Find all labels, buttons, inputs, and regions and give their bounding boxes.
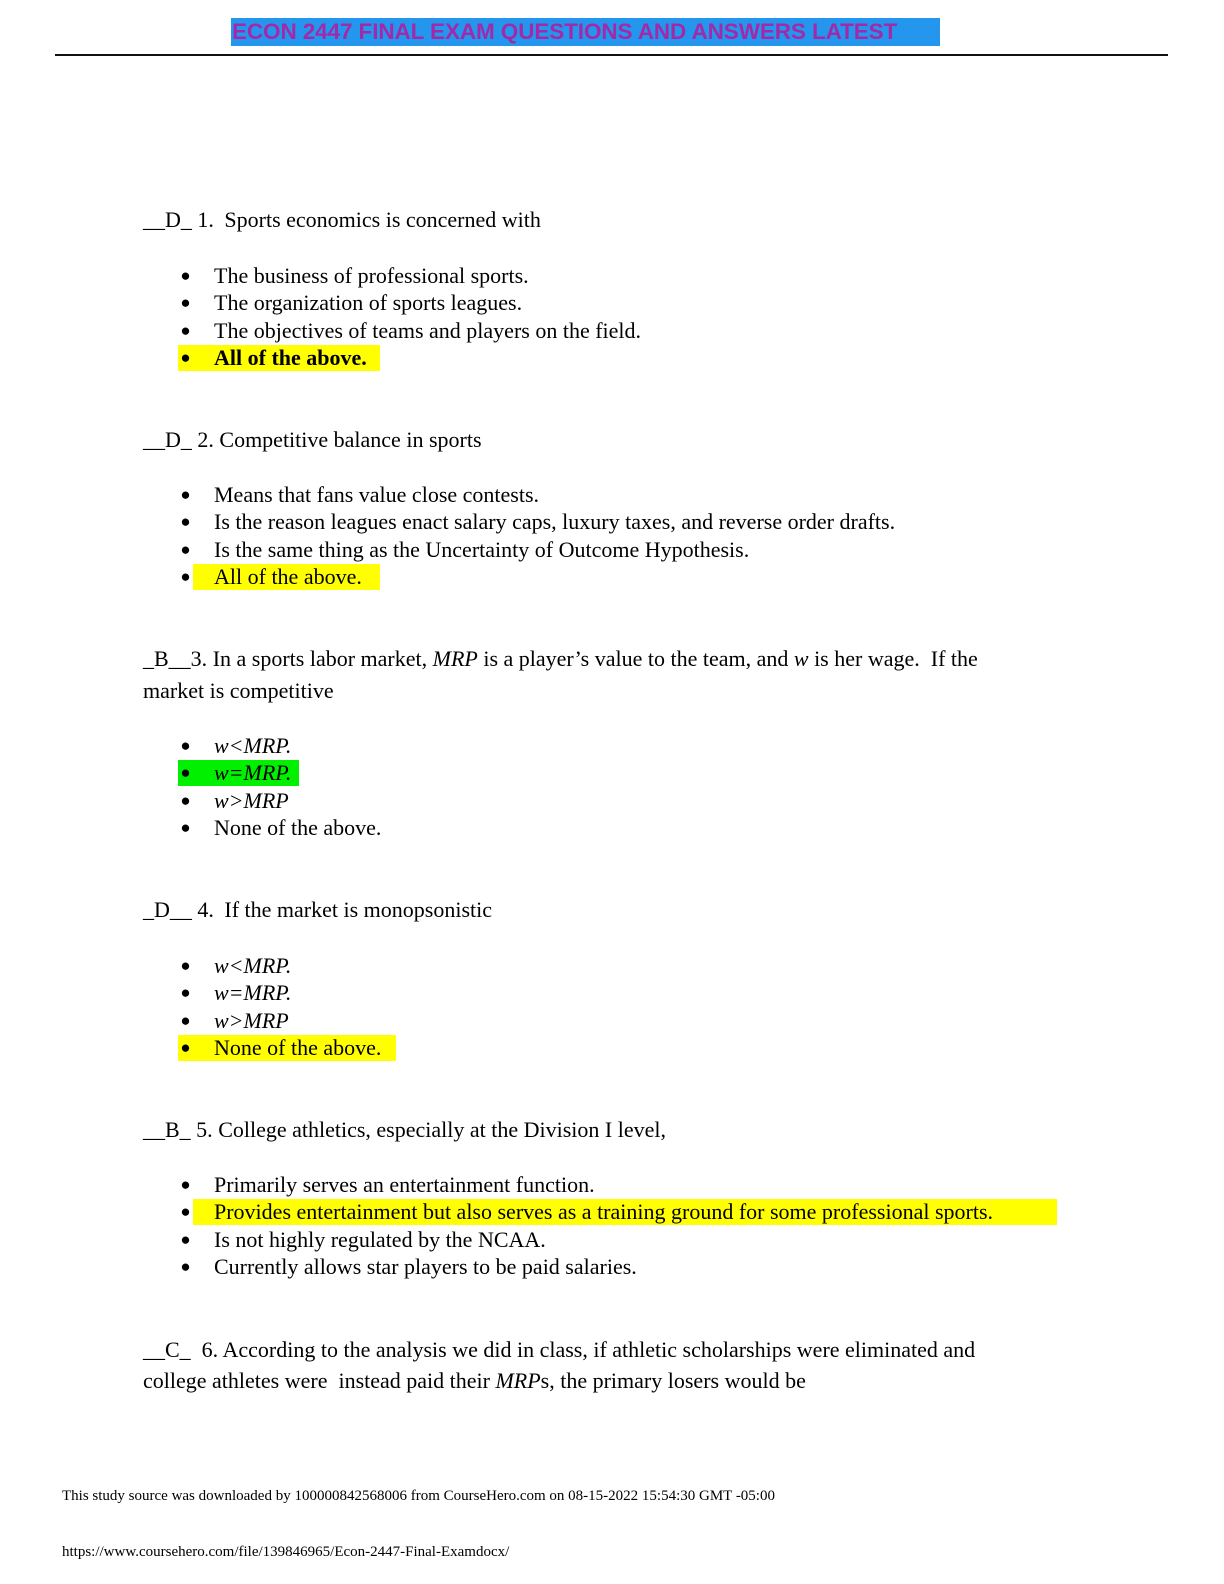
bullet-icon: ● — [180, 1010, 191, 1030]
option-text: Primarily serves an entertainment functi… — [214, 1172, 595, 1197]
prompt-term-mrp: MRP — [432, 646, 478, 671]
option-text: Is the reason leagues enact salary caps,… — [214, 509, 896, 535]
question-2: __D_ 2. Competitive balance in sports — [143, 424, 482, 456]
answer-blank: __D_ 2. — [143, 427, 214, 452]
answer-highlight — [178, 344, 380, 371]
prompt-part: According to the analysis we did in clas… — [222, 1337, 976, 1362]
question-4: _D__ 4. If the market is monopsonistic — [143, 894, 492, 926]
prompt-part: college athletes were instead paid their — [143, 1368, 490, 1393]
bullet-icon: ● — [180, 320, 191, 340]
question-6: __C_ 6. According to the analysis we did… — [143, 1334, 975, 1366]
answer-blank: _D__ 4. — [143, 897, 214, 922]
bullet-icon: ● — [180, 512, 191, 532]
source-url[interactable]: https://www.coursehero.com/file/13984696… — [62, 1544, 510, 1560]
header-divider — [55, 54, 1168, 56]
bullet-icon: ● — [180, 485, 191, 504]
bullet-icon: ● — [180, 956, 191, 975]
option-text: The organization of sports leagues. — [214, 290, 523, 316]
bullet-icon: ● — [180, 1229, 191, 1249]
answer-highlight — [193, 563, 380, 590]
answer-blank: __B_ 5. — [143, 1117, 213, 1142]
option-text: Is not highly regulated by the NCAA. — [214, 1226, 546, 1252]
prompt-part: In a sports labor market, — [212, 646, 428, 671]
bullet-icon: ● — [180, 347, 191, 367]
bullet-icon: ● — [180, 790, 191, 810]
prompt-part: is her wage. If the — [814, 646, 978, 671]
document-title: ECON 2447 FINAL EXAM QUESTIONS AND ANSWE… — [232, 19, 898, 44]
bullet-icon: ● — [180, 293, 191, 313]
bullet-icon: ● — [180, 1256, 191, 1276]
prompt-part: market is competitive — [143, 678, 334, 703]
answer-highlight — [178, 1034, 396, 1061]
prompt-part: s, the primary losers would be — [540, 1368, 806, 1393]
question-prompt: Sports economics is concerned with — [224, 207, 541, 232]
answer-blank: __D_ 1. — [143, 207, 214, 232]
option-text: Means that fans value close contests. — [214, 482, 540, 507]
option-text: All of the above. — [214, 344, 367, 370]
option-text: w=MRP. — [214, 980, 292, 1006]
prompt-term-mrp: MRP — [495, 1368, 541, 1393]
option-text: w>MRP — [214, 1007, 289, 1033]
question-6-line-2: college athletes were instead paid their… — [143, 1365, 806, 1397]
bullet-icon: ● — [180, 266, 191, 285]
bullet-icon: ● — [180, 736, 191, 755]
bullet-icon: ● — [180, 817, 191, 837]
answer-blank: _B__3. — [143, 646, 208, 671]
answer-blank: __C_ 6. — [143, 1337, 219, 1362]
question-prompt: College athletics, especially at the Div… — [218, 1117, 666, 1142]
bullet-icon: ● — [180, 566, 191, 586]
option-text: w=MRP. — [214, 760, 292, 786]
bullet-icon: ● — [180, 1175, 191, 1194]
answer-highlight — [178, 760, 299, 787]
download-notice: This study source was downloaded by 1000… — [62, 1488, 775, 1504]
option-text: w<MRP. — [214, 733, 292, 758]
option-text: The objectives of teams and players on t… — [214, 317, 642, 343]
bullet-icon: ● — [180, 539, 191, 559]
bullet-icon: ● — [180, 983, 191, 1003]
prompt-part: is a player’s value to the team, and — [483, 646, 789, 671]
option-text: All of the above. — [214, 563, 362, 589]
answer-highlight — [193, 1199, 1057, 1226]
question-1: __D_ 1. Sports economics is concerned wi… — [143, 204, 541, 236]
question-prompt: If the market is monopsonistic — [224, 897, 493, 922]
question-5: __B_ 5. College athletics, especially at… — [143, 1114, 666, 1146]
option-text: The business of professional sports. — [214, 263, 529, 288]
option-text: None of the above. — [214, 814, 382, 840]
question-3: _B__3. In a sports labor market, MRP is … — [143, 643, 978, 675]
bullet-icon: ● — [180, 1037, 191, 1057]
option-text: Currently allows star players to be paid… — [214, 1253, 637, 1279]
bullet-icon: ● — [180, 1202, 191, 1222]
question-prompt: Competitive balance in sports — [219, 427, 482, 452]
option-text: None of the above. — [214, 1034, 382, 1060]
question-3-line-2: market is competitive — [143, 675, 334, 707]
option-text: Provides entertainment but also serves a… — [214, 1199, 994, 1225]
title-banner-background — [231, 18, 940, 46]
option-text: w<MRP. — [214, 953, 292, 978]
bullet-icon: ● — [180, 763, 191, 783]
prompt-term-w: w — [793, 646, 809, 671]
option-text: w>MRP — [214, 787, 289, 813]
option-text: Is the same thing as the Uncertainty of … — [214, 536, 750, 562]
